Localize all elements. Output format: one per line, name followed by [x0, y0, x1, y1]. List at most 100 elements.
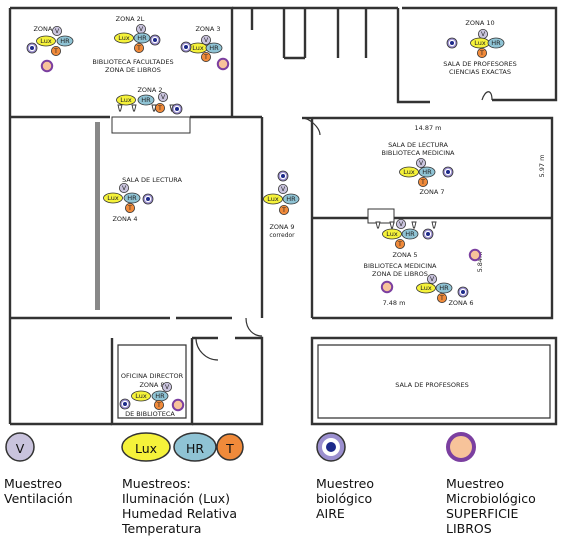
surface-sampling-icon: [380, 280, 394, 294]
label-zona8: ZONA 8: [139, 381, 164, 389]
legend-hr-symbol: HR: [186, 441, 204, 456]
label-sala-profesores: SALA DE PROFESORES: [395, 381, 469, 389]
hr-icon: [418, 166, 436, 178]
label-dim-height: 5.97 m: [538, 155, 546, 178]
temperature-icon: [200, 51, 212, 63]
surface-sampling-icon: [171, 398, 185, 412]
surface-sampling-icon: [468, 248, 482, 262]
room-labels: ZONA 1 ZONA 2L ZONA 3 BIBLIOTECA FACULTA…: [33, 15, 546, 418]
label-zona-de-libros-medicina: ZONA DE LIBROS: [372, 270, 428, 278]
air-sampling-icon: [171, 103, 183, 115]
legend-air-line3: AIRE: [316, 506, 345, 521]
legend-surface-line2: Microbiológico: [446, 491, 536, 506]
temperature-icon: [417, 176, 429, 188]
legend-air-line1: Muestreo: [316, 476, 374, 491]
air-sampling-icon: [442, 166, 454, 178]
label-zona9: ZONA 9: [269, 223, 294, 231]
ventilation-icon: [161, 381, 173, 393]
temperature-icon: [476, 47, 488, 59]
label-zona3: ZONA 3: [195, 25, 220, 33]
air-sampling-icon: [422, 228, 434, 240]
legend-lux-symbol: Lux: [135, 441, 157, 456]
legend-air: Muestreo biológico AIRE: [316, 432, 374, 521]
ventilation-icon: [426, 273, 438, 285]
hr-icon: [282, 193, 300, 205]
label-biblioteca-facultades: BIBLIOTECA FACULTADES: [92, 58, 173, 66]
label-dim-584: 5.84m: [476, 252, 484, 273]
air-sampling-icon: [277, 170, 289, 182]
lux-icon: [131, 390, 151, 402]
hr-icon: [487, 37, 505, 49]
label-biblioteca-medicina: BIBLIOTECA MEDICINA: [363, 262, 437, 270]
hr-icon: [173, 432, 217, 462]
legend-environment: Lux HR T Muestreos: Iluminación (Lux) Hu…: [121, 432, 244, 536]
ventilation-icon: [395, 218, 407, 230]
lux-icon: [470, 37, 490, 49]
label-zona-de-libros-facultades: ZONA DE LIBROS: [105, 66, 161, 74]
temperature-icon: [216, 433, 244, 461]
label-zona2: ZONA 2: [137, 86, 162, 94]
legend-temperature-symbol: T: [225, 441, 234, 456]
hr-icon: [205, 42, 223, 54]
lux-icon: [399, 166, 419, 178]
hr-icon: [123, 192, 141, 204]
ventilation-icon: [415, 157, 427, 169]
ventilation-icon: [477, 28, 489, 40]
lux-icon: [188, 42, 208, 54]
ventilation-icon: [51, 25, 63, 37]
ventilation-icon: [5, 432, 35, 462]
temperature-icon: [153, 399, 165, 411]
temperature-icon: [394, 238, 406, 250]
legend-ventilation-line1: Muestreo: [4, 476, 62, 491]
ventilation-icon: [277, 183, 289, 195]
label-dim-748: 7.48 m: [383, 299, 406, 307]
legend-surface-line4: LIBROS: [446, 521, 492, 536]
label-zona4: ZONA 4: [112, 215, 137, 223]
lux-icon: [116, 94, 136, 106]
label-oficina-director: OFICINA DIRECTOR: [121, 372, 184, 380]
temperature-icon: [50, 45, 62, 57]
lux-icon: [382, 228, 402, 240]
label-zona10: ZONA 10: [465, 19, 494, 27]
label-zona1: ZONA 1: [33, 25, 58, 33]
temperature-icon: [154, 102, 166, 114]
air-sampling-icon: [142, 193, 154, 205]
lux-icon: [263, 193, 283, 205]
label-biblioteca-medicina-lectura: BIBLIOTECA MEDICINA: [381, 149, 455, 157]
ventilation-icon: [135, 23, 147, 35]
label-zona7: ZONA 7: [419, 188, 444, 196]
label-de-biblioteca: DE BIBLIOTECA: [125, 410, 175, 418]
surface-sampling-icon: [446, 432, 476, 462]
air-sampling-icon: [149, 34, 161, 46]
label-zona2l: ZONA 2L: [116, 15, 145, 23]
surface-sampling-icon: [216, 57, 230, 71]
hr-icon: [401, 228, 419, 240]
temperature-icon: [278, 204, 290, 216]
label-sala-lectura-medicina: SALA DE LECTURA: [388, 141, 448, 149]
hr-icon: [133, 32, 151, 44]
lux-icon: [36, 35, 56, 47]
label-sala-lectura: SALA DE LECTURA: [122, 176, 182, 184]
legend-environment-line1: Muestreos:: [122, 476, 191, 491]
label-dim-width: 14.87 m: [414, 124, 441, 132]
temperature-icon: [124, 202, 136, 214]
lux-icon: [121, 432, 171, 462]
air-sampling-icon: [119, 398, 131, 410]
surface-sampling-icon: [40, 59, 54, 73]
legend-surface: Muestreo Microbiológico SUPERFICIE LIBRO…: [446, 432, 536, 536]
legend-surface-line3: SUPERFICIE: [446, 506, 518, 521]
air-sampling-icon: [457, 286, 469, 298]
desk-zona5: [367, 208, 437, 229]
label-corredor: corredor: [269, 232, 295, 239]
label-zona6: ZONA 6: [448, 299, 473, 307]
air-sampling-icon: [26, 42, 38, 54]
air-sampling-icon: [446, 37, 458, 49]
legend: V Muestreo Ventilación Lux HR T Muestreo…: [4, 432, 536, 536]
legend-surface-line1: Muestreo: [446, 476, 504, 491]
legend-air-line2: biológico: [316, 491, 372, 506]
hr-icon: [137, 94, 155, 106]
air-sampling-icon: [316, 432, 346, 462]
temperature-icon: [436, 292, 448, 304]
desk-zona2: [111, 104, 191, 134]
